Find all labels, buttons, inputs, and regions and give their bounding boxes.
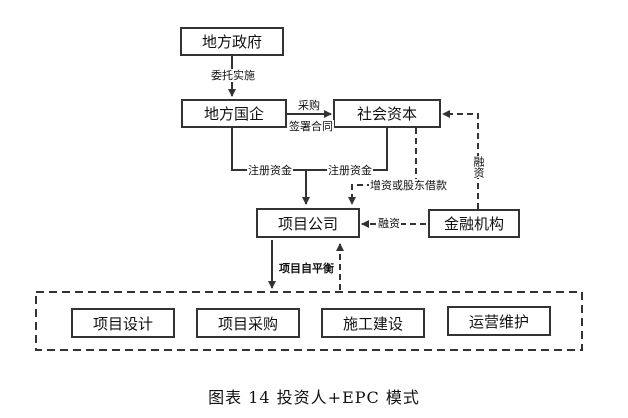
label-self-balance: 项目自平衡 — [278, 262, 335, 275]
label-entrust: 委托实施 — [210, 69, 256, 82]
node-financial-institution: 金融机构 — [428, 209, 520, 238]
label-reg-capital-social: 注册资金 — [327, 164, 373, 177]
edge-equity-loan — [348, 128, 417, 205]
figure-caption: 图表 14 投资人+EPC 模式 — [208, 388, 420, 407]
label-reg-capital-soe: 注册资金 — [247, 164, 293, 177]
node-local-soe: 地方国企 — [181, 99, 287, 128]
node-construction: 施工建设 — [321, 308, 425, 338]
label-procure: 采购 — [297, 99, 321, 112]
label-financing-left: 融资 — [377, 217, 401, 230]
label-sign-contract: 签署合同 — [288, 120, 334, 133]
activities-group — [35, 291, 583, 351]
node-local-government: 地方政府 — [180, 27, 284, 56]
node-project-procurement: 项目采购 — [196, 308, 300, 338]
node-operation-maintenance: 运营维护 — [447, 306, 551, 336]
node-project-company: 项目公司 — [256, 208, 360, 238]
node-social-capital: 社会资本 — [333, 99, 441, 128]
label-equity-loan: 增资或股东借款 — [369, 179, 448, 192]
node-project-design: 项目设计 — [71, 308, 175, 338]
label-financing-right: 融资 — [471, 156, 486, 178]
